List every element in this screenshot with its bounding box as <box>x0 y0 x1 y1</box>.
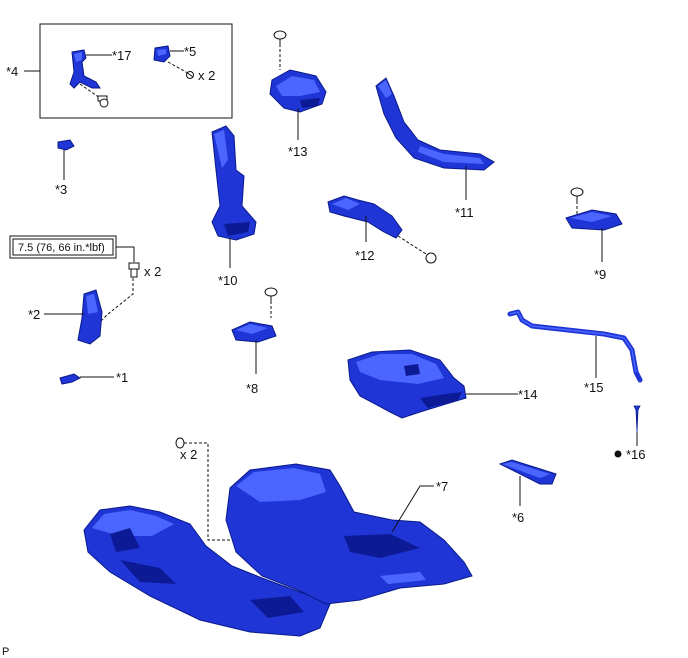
part-8-bracket <box>231 321 277 343</box>
part-13-duct <box>269 69 327 113</box>
callout-3: *3 <box>55 182 67 197</box>
callout-6: *6 <box>512 510 524 525</box>
callout-16: *16 <box>626 447 646 462</box>
callout-8: *8 <box>246 381 258 396</box>
callout-10: *10 <box>218 273 238 288</box>
callout-9: *9 <box>594 267 606 282</box>
part-6-plate <box>498 459 557 485</box>
callout-13: *13 <box>288 144 308 159</box>
qty-label-7: x 2 <box>180 447 197 462</box>
part-12-duct <box>327 195 403 239</box>
callout-11: *11 <box>455 205 474 220</box>
part-9-bracket <box>565 209 623 231</box>
part-17-bracket <box>69 49 101 89</box>
part-5-clip <box>153 45 171 63</box>
part-2-bracket <box>77 289 103 345</box>
part-7-carpet <box>83 463 473 637</box>
part-11-duct <box>375 77 495 171</box>
part-1-clip <box>59 373 81 385</box>
bolt-2-icon <box>128 262 140 278</box>
callout-12: *12 <box>355 248 375 263</box>
part-10-duct <box>211 125 257 241</box>
clip-13-icon <box>273 30 287 44</box>
clip-9-icon <box>570 187 584 201</box>
bolt-17-icon <box>97 95 109 108</box>
part-14-cover <box>347 349 467 419</box>
qty-label-2: x 2 <box>144 264 161 279</box>
callout-15: *15 <box>584 380 604 395</box>
torque-spec-box: 7.5 (76, 66 in.*lbf) <box>9 235 117 259</box>
callout-5: *5 <box>184 44 196 59</box>
callout-2: *2 <box>28 307 40 322</box>
callout-4: *4 <box>6 64 18 79</box>
clip-8-icon <box>264 287 278 301</box>
callout-14: *14 <box>518 387 538 402</box>
callout-7: *7 <box>436 479 448 494</box>
clip-16-icon <box>633 405 641 433</box>
marker-dot <box>614 450 622 458</box>
part-15-rod <box>507 309 643 383</box>
torque-spec: 7.5 (76, 66 in.*lbf) <box>18 242 105 254</box>
callout-17: *17 <box>112 48 132 63</box>
qty-label-5: x 2 <box>198 68 215 83</box>
clip-12-icon <box>425 252 437 264</box>
screw-5-icon <box>185 71 194 79</box>
corner-mark: P <box>2 646 9 658</box>
callout-1: *1 <box>116 370 128 385</box>
part-3-clip <box>57 139 75 151</box>
